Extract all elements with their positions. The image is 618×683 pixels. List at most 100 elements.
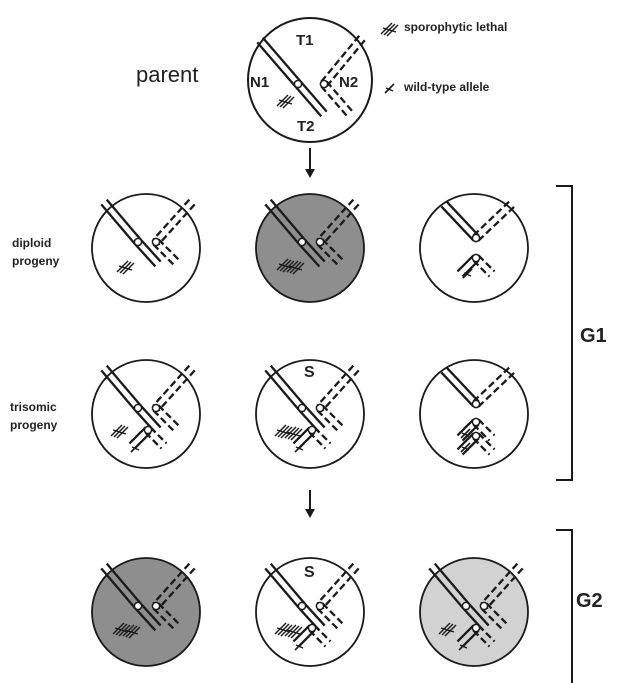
t1-left-arm [440, 366, 480, 408]
n2-lower-arm-line-a [480, 607, 505, 632]
sporophytic-lethal-marker [438, 622, 457, 637]
t2-right-arm [472, 254, 496, 278]
wild-stroke [294, 640, 305, 651]
t1-left-arm-line-a [440, 371, 475, 408]
n2-centromere [479, 601, 489, 611]
t2-left-arm-line-b [292, 624, 311, 643]
t1-centromere [471, 399, 481, 409]
n1-upper-arm-line-a [428, 567, 465, 610]
t2-right-arm [472, 624, 496, 648]
n2-lower-arm-line-b [157, 238, 182, 263]
lethal-bar [278, 99, 293, 105]
t2-right-arm-line-a [472, 629, 491, 648]
n1-upper-arm-line-a [264, 203, 301, 246]
n2-centromere [151, 601, 161, 611]
chromosome-label-n2: N2 [339, 74, 359, 91]
wild-stroke [130, 442, 141, 453]
cell-outline [91, 359, 201, 469]
wild-bar [295, 446, 304, 451]
diploid-progeny-label: diploid progeny [12, 234, 59, 270]
wild-type-allele-marker [294, 640, 305, 651]
wild-bar [295, 644, 304, 649]
t2-second-right-arm-line-b [477, 432, 496, 451]
n2-upper-arm-line-a [152, 562, 191, 605]
n1-lower-arm [294, 80, 328, 118]
n2-lower-arm [316, 602, 346, 632]
n1-lower-arm-line-b [299, 80, 328, 113]
n2-upper-arm [152, 562, 196, 610]
n1-centromere [297, 403, 307, 413]
parent-cell [247, 17, 373, 143]
n2-upper-arm-line-a [316, 198, 355, 241]
n2-lower-arm-line-a [316, 409, 341, 434]
lethal-bar [114, 627, 129, 633]
n2-centromere [315, 403, 325, 413]
wild-type-allele-marker [294, 442, 305, 453]
n1-lower-arm-line-b [139, 238, 162, 263]
trisomic-progeny-line2: progeny [10, 418, 58, 432]
t2-first-right-arm [472, 418, 496, 442]
sporophytic-lethal-marker [112, 622, 131, 637]
t2-centromere [143, 425, 153, 435]
g1-trisomic-cell-2 [255, 359, 365, 469]
n2-lower-arm-line-a [152, 243, 177, 268]
n2-lower-arm-line-b [325, 80, 354, 113]
n1-lower-arm [134, 238, 162, 268]
n2-upper-arm [316, 364, 360, 412]
t1-centromere [471, 233, 481, 243]
n1-centromere [461, 601, 471, 611]
n1-upper-arm-line-b [261, 36, 302, 83]
n1-centromere [297, 601, 307, 611]
lethal-bar [286, 629, 301, 635]
n2-lower-arm-line-b [321, 404, 346, 429]
t2-centromere [307, 425, 317, 435]
n2-lower-arm [316, 238, 346, 268]
n2-lower-arm [152, 404, 182, 434]
t2-right-arm-line-b [149, 426, 168, 445]
n1-upper-arm-line-b [269, 562, 306, 605]
wild-type-allele-marker [462, 268, 473, 279]
diploid-progeny-line1: diploid [12, 236, 52, 250]
g1-diploid-cell-2 [255, 193, 365, 303]
wild-bar [463, 272, 472, 277]
n1-upper-arm [264, 198, 306, 246]
wild-stroke [384, 83, 395, 94]
n1-lower-arm-line-b [467, 602, 490, 627]
t2-centromere [307, 623, 317, 633]
n1-upper-arm-line-b [433, 562, 470, 605]
t2-second-centromere [471, 431, 481, 441]
survivor-marker-g2: S [304, 564, 315, 581]
wild-bar [461, 446, 470, 451]
n1-lower-arm-line-a [298, 243, 321, 268]
t2-right-arm [144, 426, 168, 450]
n1-lower-arm-line-a [294, 85, 323, 118]
n2-lower-arm-line-a [152, 409, 177, 434]
t1-right-arm-line-b [472, 198, 513, 237]
g2-cell-2 [255, 557, 365, 667]
n1-centromere [293, 79, 303, 89]
n1-upper-arm [264, 562, 306, 610]
legend-glyph-sporophytic-lethal [380, 22, 399, 37]
g2-cell-3 [419, 557, 529, 667]
n1-lower-arm [134, 602, 162, 632]
t2-right-arm-line-a [308, 431, 327, 450]
n2-upper-arm-line-b [321, 203, 360, 246]
t1-right-arm [472, 364, 518, 408]
wild-type-allele-marker [460, 428, 471, 439]
sporophytic-lethal-marker [286, 260, 305, 275]
n2-lower-arm-line-a [320, 85, 349, 118]
n2-centromere [315, 601, 325, 611]
n2-lower-arm-line-b [485, 602, 510, 627]
cell-outline [255, 557, 365, 667]
n1-upper-arm [100, 198, 142, 246]
n1-centromere [297, 237, 307, 247]
n1-lower-arm-line-b [303, 238, 326, 263]
n2-upper-arm-line-b [485, 567, 524, 610]
n2-centromere [151, 237, 161, 247]
n2-upper-arm [316, 562, 360, 610]
cell-outline [91, 557, 201, 667]
t2-right-arm-line-b [313, 624, 332, 643]
n1-lower-arm-line-a [134, 607, 157, 632]
